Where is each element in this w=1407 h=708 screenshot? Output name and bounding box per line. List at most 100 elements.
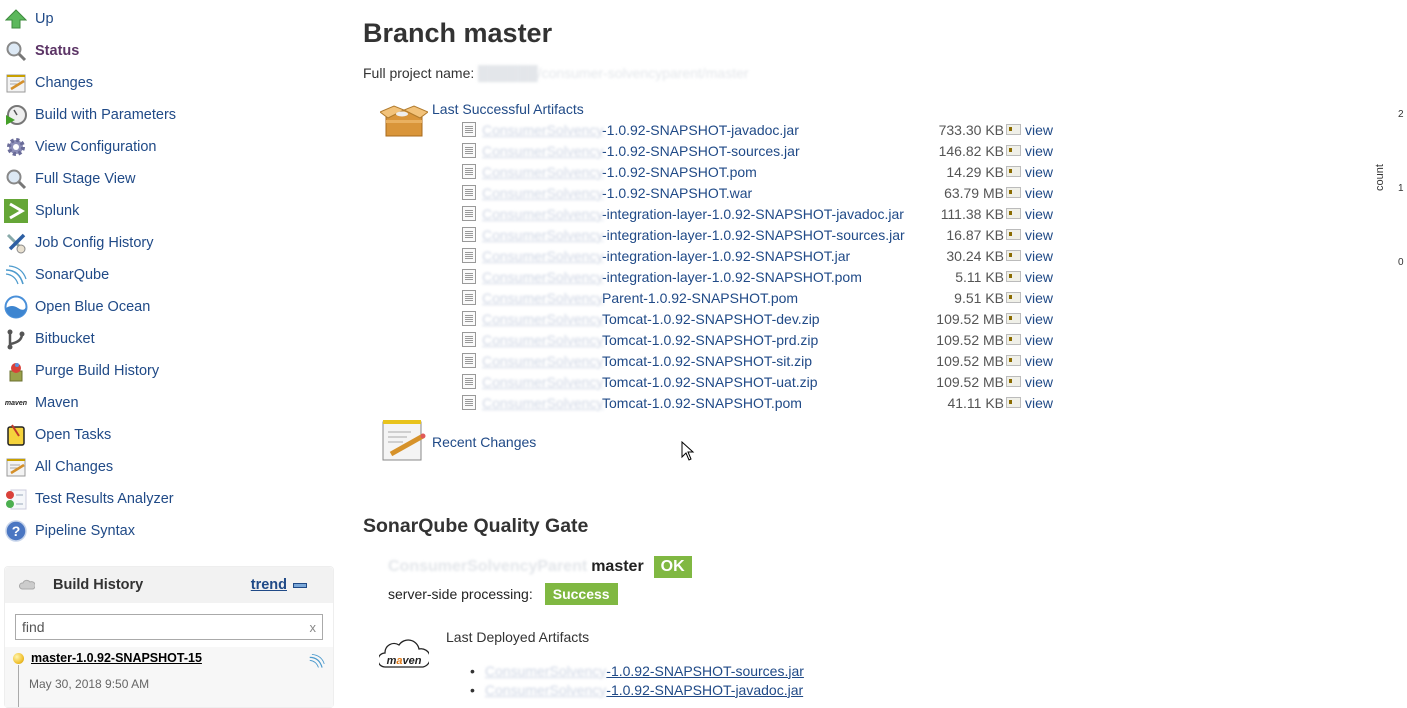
- maven-icon: maven: [4, 399, 28, 407]
- sidebar-item-test-results-analyzer[interactable]: Test Results Analyzer: [4, 486, 174, 512]
- clear-search-button[interactable]: x: [309, 619, 317, 635]
- view-link[interactable]: view: [1025, 184, 1054, 201]
- deployed-artifact-link[interactable]: ConsumerSolvency-1.0.92-SNAPSHOT-sources…: [485, 663, 804, 679]
- sidebar-item-purge-build-history[interactable]: Purge Build History: [4, 358, 159, 384]
- sidebar-item-label[interactable]: All Changes: [35, 459, 114, 475]
- artifact-link[interactable]: ConsumerSolvencyTomcat-1.0.92-SNAPSHOT.p…: [482, 395, 802, 411]
- sidebar-item-up[interactable]: Up: [4, 6, 54, 32]
- view-link[interactable]: view: [1025, 268, 1054, 285]
- trend-link[interactable]: trend: [250, 577, 287, 593]
- mouse-cursor-icon: [681, 441, 695, 461]
- artifact-link[interactable]: ConsumerSolvency-integration-layer-1.0.9…: [482, 248, 850, 264]
- sonarqube-icon[interactable]: [309, 653, 325, 672]
- sidebar-item-label[interactable]: SonarQube: [35, 267, 110, 283]
- sidebar-item-all-changes[interactable]: All Changes: [4, 454, 113, 480]
- recent-changes-link[interactable]: Recent Changes: [432, 434, 537, 450]
- view-link[interactable]: view: [1025, 247, 1054, 264]
- artifact-link[interactable]: ConsumerSolvency-1.0.92-SNAPSHOT.pom: [482, 164, 757, 180]
- y-tick-label: 0: [1398, 257, 1404, 268]
- sidebar-item-label[interactable]: Purge Build History: [35, 363, 160, 379]
- artifact-prefix: ConsumerSolvency: [482, 310, 604, 327]
- view-link[interactable]: view: [1025, 373, 1054, 390]
- artifact-link[interactable]: ConsumerSolvencyTomcat-1.0.92-SNAPSHOT-p…: [482, 332, 818, 348]
- sidebar-item-bitbucket[interactable]: Bitbucket: [4, 326, 95, 352]
- artifact-link[interactable]: ConsumerSolvencyTomcat-1.0.92-SNAPSHOT-s…: [482, 353, 812, 369]
- artifact-name: Parent-1.0.92-SNAPSHOT.pom: [602, 289, 799, 306]
- full-project-name: Full project name: ██████/consumer-solve…: [363, 65, 749, 81]
- sidebar-item-maven[interactable]: maven Maven: [4, 390, 79, 416]
- sidebar-item-label[interactable]: Full Stage View: [35, 171, 136, 187]
- sidebar-item-label[interactable]: Maven: [35, 395, 79, 411]
- sidebar-item-label[interactable]: Up: [35, 11, 54, 27]
- artifact-size: 111.38 KB: [940, 205, 1004, 222]
- artifact-name: Tomcat-1.0.92-SNAPSHOT.pom: [602, 394, 802, 411]
- sidebar-item-label[interactable]: Open Tasks: [35, 427, 112, 443]
- sidebar-item-full-stage-view[interactable]: Full Stage View: [4, 166, 135, 192]
- build-link[interactable]: master-1.0.92-SNAPSHOT-15: [31, 651, 202, 665]
- view-link[interactable]: view: [1025, 310, 1054, 327]
- last-successful-artifacts-link[interactable]: Last Successful Artifacts: [432, 101, 584, 117]
- sidebar-item-pipeline-syntax[interactable]: ? Pipeline Syntax: [4, 518, 135, 544]
- collapse-icon[interactable]: [293, 582, 307, 588]
- view-link[interactable]: view: [1025, 289, 1054, 306]
- view-link[interactable]: view: [1025, 394, 1054, 411]
- artifact-link[interactable]: ConsumerSolvency-1.0.92-SNAPSHOT.war: [482, 185, 752, 201]
- deployed-artifact-link[interactable]: ConsumerSolvency-1.0.92-SNAPSHOT-javadoc…: [485, 682, 803, 698]
- trash-icon: [4, 359, 28, 383]
- sidebar-item-sonarqube[interactable]: SonarQube: [4, 262, 109, 288]
- artifact-row: ConsumerSolvency-integration-layer-1.0.9…: [462, 245, 1062, 266]
- artifact-size: 9.51 KB: [954, 289, 1004, 306]
- view-link[interactable]: view: [1025, 226, 1054, 243]
- view-link[interactable]: view: [1025, 121, 1054, 138]
- build-history-header: Build History trend: [5, 567, 333, 603]
- sidebar-item-label[interactable]: Changes: [35, 75, 94, 91]
- artifact-link[interactable]: ConsumerSolvencyTomcat-1.0.92-SNAPSHOT-u…: [482, 374, 818, 390]
- sidebar-item-label[interactable]: Pipeline Syntax: [35, 523, 135, 539]
- sidebar-item-job-config-history[interactable]: Job Config History: [4, 230, 153, 256]
- build-history-widget: Build History trend x master-1.0.92-SNAP…: [4, 566, 334, 708]
- view-link[interactable]: view: [1025, 205, 1054, 222]
- artifact-link[interactable]: ConsumerSolvency-1.0.92-SNAPSHOT-javadoc…: [482, 122, 799, 138]
- artifact-link[interactable]: ConsumerSolvency-integration-layer-1.0.9…: [482, 206, 904, 222]
- sidebar-item-label[interactable]: View Configuration: [35, 139, 157, 155]
- artifact-prefix: ConsumerSolvency: [482, 331, 604, 348]
- view-link[interactable]: view: [1025, 142, 1054, 159]
- artifact-link[interactable]: ConsumerSolvency-1.0.92-SNAPSHOT-sources…: [482, 143, 800, 159]
- artifact-size: 14.29 KB: [946, 163, 1004, 180]
- tasks-icon: [4, 423, 28, 447]
- file-icon: [462, 143, 476, 158]
- artifact-link[interactable]: ConsumerSolvencyParent-1.0.92-SNAPSHOT.p…: [482, 290, 798, 306]
- package-box-icon: [379, 102, 429, 143]
- fingerprint-icon: [1006, 397, 1021, 408]
- artifact-name: -integration-layer-1.0.92-SNAPSHOT.pom: [602, 268, 862, 285]
- deployed-artifact-list: ConsumerSolvency-1.0.92-SNAPSHOT-sources…: [470, 661, 804, 699]
- sidebar-item-build-with-parameters[interactable]: Build with Parameters: [4, 102, 176, 128]
- notepad-icon: [4, 71, 28, 95]
- view-link[interactable]: view: [1025, 163, 1054, 180]
- artifact-link[interactable]: ConsumerSolvencyTomcat-1.0.92-SNAPSHOT-d…: [482, 311, 820, 327]
- sidebar-item-label[interactable]: Splunk: [35, 203, 80, 219]
- sidebar-item-open-tasks[interactable]: Open Tasks: [4, 422, 111, 448]
- sidebar-item-open-blue-ocean[interactable]: Open Blue Ocean: [4, 294, 150, 320]
- sidebar-item-view-configuration[interactable]: View Configuration: [4, 134, 156, 160]
- sidebar-item-label[interactable]: Test Results Analyzer: [35, 491, 174, 507]
- sidebar-item-label[interactable]: Job Config History: [35, 235, 154, 251]
- artifact-name: -integration-layer-1.0.92-SNAPSHOT.jar: [602, 247, 851, 264]
- sidebar-item-splunk[interactable]: Splunk: [4, 198, 79, 224]
- build-search-input[interactable]: [22, 619, 292, 635]
- sidebar-item-label[interactable]: Bitbucket: [35, 331, 95, 347]
- view-link[interactable]: view: [1025, 331, 1054, 348]
- fingerprint-icon: [1006, 187, 1021, 198]
- sidebar-item-label[interactable]: Open Blue Ocean: [35, 299, 151, 315]
- artifact-link[interactable]: ConsumerSolvency-integration-layer-1.0.9…: [482, 269, 862, 285]
- sidebar-item-label[interactable]: Status: [35, 43, 80, 59]
- sidebar-item-changes[interactable]: Changes: [4, 70, 93, 96]
- sonar-project-name[interactable]: ConsumerSolvencyParent: [388, 558, 588, 575]
- view-link[interactable]: view: [1025, 352, 1054, 369]
- notepad-icon: [4, 455, 28, 479]
- cloud-icon: [18, 577, 36, 593]
- artifact-link[interactable]: ConsumerSolvency-integration-layer-1.0.9…: [482, 227, 905, 243]
- artifact-row: ConsumerSolvencyTomcat-1.0.92-SNAPSHOT-p…: [462, 329, 1062, 350]
- sidebar-item-status[interactable]: Status: [4, 38, 79, 64]
- sidebar-item-label[interactable]: Build with Parameters: [35, 107, 177, 123]
